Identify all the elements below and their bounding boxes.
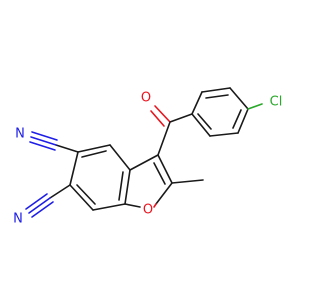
chlorine-label: Cl bbox=[270, 95, 283, 110]
bond-carbonyl-oxygen-b bbox=[150, 110, 165, 127]
benzene-ring bbox=[69, 144, 131, 211]
bond-c2-o1 bbox=[155, 182, 173, 205]
bond-c4-c5 bbox=[77, 144, 111, 153]
bond-cn-top-2 bbox=[31, 131, 58, 141]
bond-c6-c7 bbox=[69, 184, 94, 211]
bond-c4-c5-inner bbox=[81, 150, 107, 158]
bond-ph2-ph3-inner bbox=[205, 94, 229, 99]
bond-ph2-ph3 bbox=[201, 87, 231, 93]
molecule-structure: O Cl N N O bbox=[13, 87, 283, 227]
bond-c6-cn-bottom bbox=[49, 184, 71, 199]
bond-cn-top-1 bbox=[30, 136, 57, 146]
bond-cn-top-3 bbox=[29, 141, 56, 151]
bond-ph4-ph5-inner bbox=[232, 109, 242, 129]
bond-ph1-ph2 bbox=[191, 91, 203, 115]
bond-ph6-ph1 bbox=[191, 113, 211, 137]
nitrile-nitrogen-top-label: N bbox=[15, 127, 25, 142]
bond-ph3-ph4 bbox=[229, 87, 249, 110]
bond-ph4-chlorine bbox=[247, 103, 263, 110]
bond-c5-cn-top bbox=[55, 144, 79, 153]
bond-c5-c6 bbox=[69, 151, 79, 186]
bond-c3a-c4 bbox=[109, 144, 131, 171]
bond-c3-c2-inner bbox=[153, 162, 166, 185]
bond-c7a-c3a bbox=[124, 169, 131, 205]
furan-oxygen-label: O bbox=[143, 203, 153, 218]
bond-ph5-ph6 bbox=[209, 132, 239, 137]
bond-ph6-ph1-inner bbox=[197, 113, 212, 130]
structure-canvas: O Cl N N O bbox=[13, 87, 283, 227]
furan-ring bbox=[124, 154, 173, 208]
bond-c7a-c3a-inner bbox=[118, 171, 124, 201]
nitrile-top bbox=[29, 131, 79, 153]
carbonyl-oxygen-label: O bbox=[141, 91, 151, 106]
bond-c3-carbonyl bbox=[157, 121, 171, 156]
bond-c7-c7a bbox=[92, 203, 126, 211]
bond-c7a-o1 bbox=[124, 203, 141, 208]
chlorophenyl-ring bbox=[191, 87, 263, 137]
bond-o1-c2-o-part bbox=[153, 203, 157, 208]
carbonyl-group bbox=[150, 105, 193, 156]
bond-cn-bottom-1 bbox=[28, 197, 51, 214]
bond-carbonyl-aryl bbox=[169, 113, 193, 123]
bond-carbonyl-oxygen-a bbox=[154, 105, 171, 123]
nitrile-nitrogen-bottom-label: N bbox=[13, 212, 23, 227]
bond-ph4-ph5 bbox=[237, 108, 249, 134]
bond-c3-c2 bbox=[157, 154, 173, 184]
bond-methyl bbox=[171, 179, 204, 184]
bond-cn-bottom-2 bbox=[25, 193, 48, 210]
bond-c6-c7-inner bbox=[76, 184, 96, 205]
nitrile-bottom bbox=[25, 184, 71, 218]
bond-c3a-c3 bbox=[129, 154, 159, 171]
bond-cn-bottom-3 bbox=[31, 201, 54, 218]
